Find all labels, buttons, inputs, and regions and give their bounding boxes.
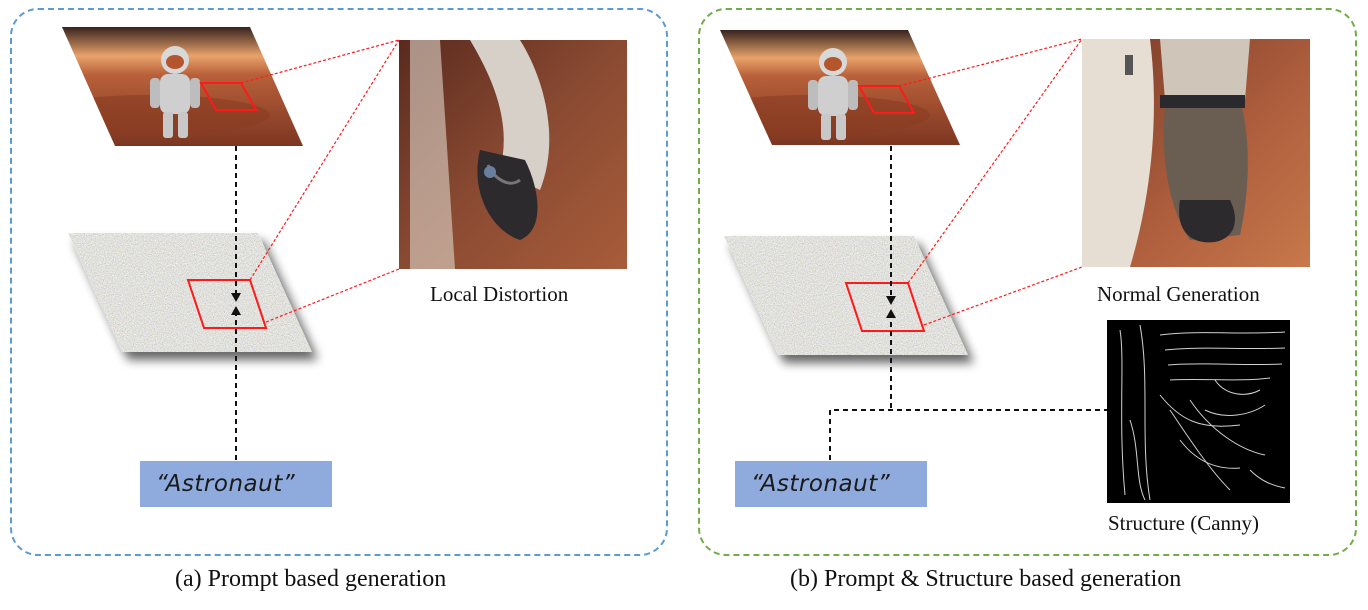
highlight-box-a-top	[199, 82, 258, 111]
local-distortion-label: Local Distortion	[430, 282, 569, 306]
caption-b: (b) Prompt & Structure based generation	[790, 566, 1182, 592]
noise-latent-a	[68, 233, 312, 352]
zoom-line-a-3	[265, 268, 400, 323]
highlight-box-b-noise	[844, 282, 926, 332]
zoom-line-b-2	[907, 38, 1083, 284]
arrowhead-down-b	[886, 296, 896, 305]
zoom-image-distorted	[399, 40, 627, 269]
astronaut-image-b	[720, 30, 960, 145]
panel-prompt-structure-based	[698, 8, 1357, 556]
structure-canny-label: Structure (Canny)	[1108, 511, 1260, 535]
noise-latent-b	[724, 236, 968, 355]
zoom-image-normal	[1082, 39, 1310, 267]
zoom-line-b-1	[898, 38, 1083, 87]
highlight-box-b-top	[857, 85, 916, 114]
zoom-line-b-3	[923, 266, 1083, 326]
prompt-text-b: “Astronaut”	[751, 471, 891, 497]
zoom-line-a-1	[240, 39, 400, 84]
zoom-line-a-2	[249, 39, 400, 281]
highlight-box-a-noise	[186, 279, 268, 329]
arrowhead-down-a	[231, 293, 241, 302]
arrowhead-up-a	[231, 306, 241, 315]
prompt-box-a: “Astronaut”	[140, 461, 332, 507]
prompt-text-a: “Astronaut”	[156, 471, 296, 497]
canny-structure-image	[1107, 320, 1290, 503]
arrow-prompt-branch-b	[829, 409, 1107, 460]
normal-generation-label: Normal Generation	[1097, 282, 1260, 306]
panel-prompt-based	[10, 8, 668, 556]
arrowhead-up-b	[886, 309, 896, 318]
caption-a: (a) Prompt based generation	[175, 566, 447, 592]
prompt-box-b: “Astronaut”	[735, 461, 927, 507]
astronaut-image-a	[62, 27, 303, 146]
